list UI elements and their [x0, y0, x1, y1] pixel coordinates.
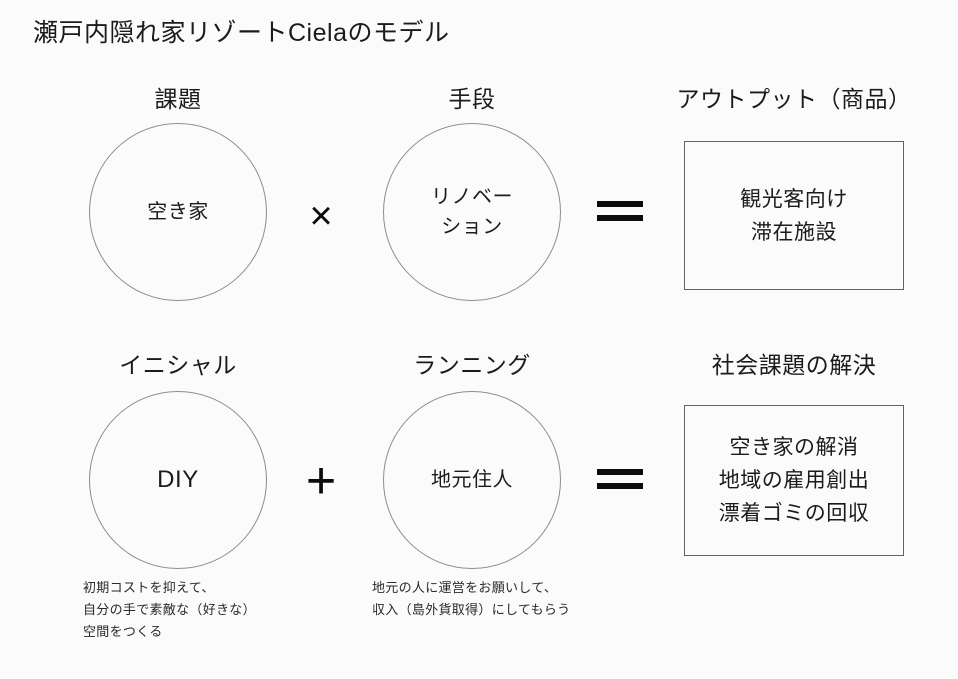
- equals-bar-bottom: [597, 483, 643, 489]
- operator-multiply-icon: ×: [309, 194, 333, 238]
- circle-renovation: リノベー ション: [383, 123, 561, 301]
- circle-local-residents: 地元住人: [383, 391, 561, 569]
- column-label-issue: 課題: [154, 86, 202, 112]
- column-label-means: 手段: [448, 86, 496, 112]
- note-initial-cost: 初期コストを抑えて、 自分の手で素敵な（好きな） 空間をつくる: [83, 580, 256, 639]
- operator-equals-row1-icon: [597, 201, 643, 223]
- column-label-initial: イニシャル: [119, 352, 237, 378]
- circle-diy: DIY: [89, 391, 267, 569]
- operator-equals-row2-icon: [597, 469, 643, 491]
- note-running-operation: 地元の人に運営をお願いして、 収入（島外貨取得）にしてもらう: [372, 580, 571, 617]
- operator-plus-icon: +: [305, 452, 337, 510]
- result-box-social-outcomes: 空き家の解消 地域の雇用創出 漂着ゴミの回収: [684, 405, 904, 556]
- circle-vacant-house: 空き家: [89, 123, 267, 301]
- equals-bar-top: [597, 469, 643, 475]
- result-box-tourist-lodging: 観光客向け 滞在施設: [684, 141, 904, 290]
- column-label-running: ランニング: [413, 352, 531, 378]
- equals-bar-top: [597, 201, 643, 207]
- equals-bar-bottom: [597, 215, 643, 221]
- column-label-output: アウトプット（商品）: [676, 86, 912, 112]
- page-title: 瀬戸内隠れ家リゾートCielaのモデル: [33, 19, 450, 47]
- column-label-social-solution: 社会課題の解決: [711, 352, 877, 378]
